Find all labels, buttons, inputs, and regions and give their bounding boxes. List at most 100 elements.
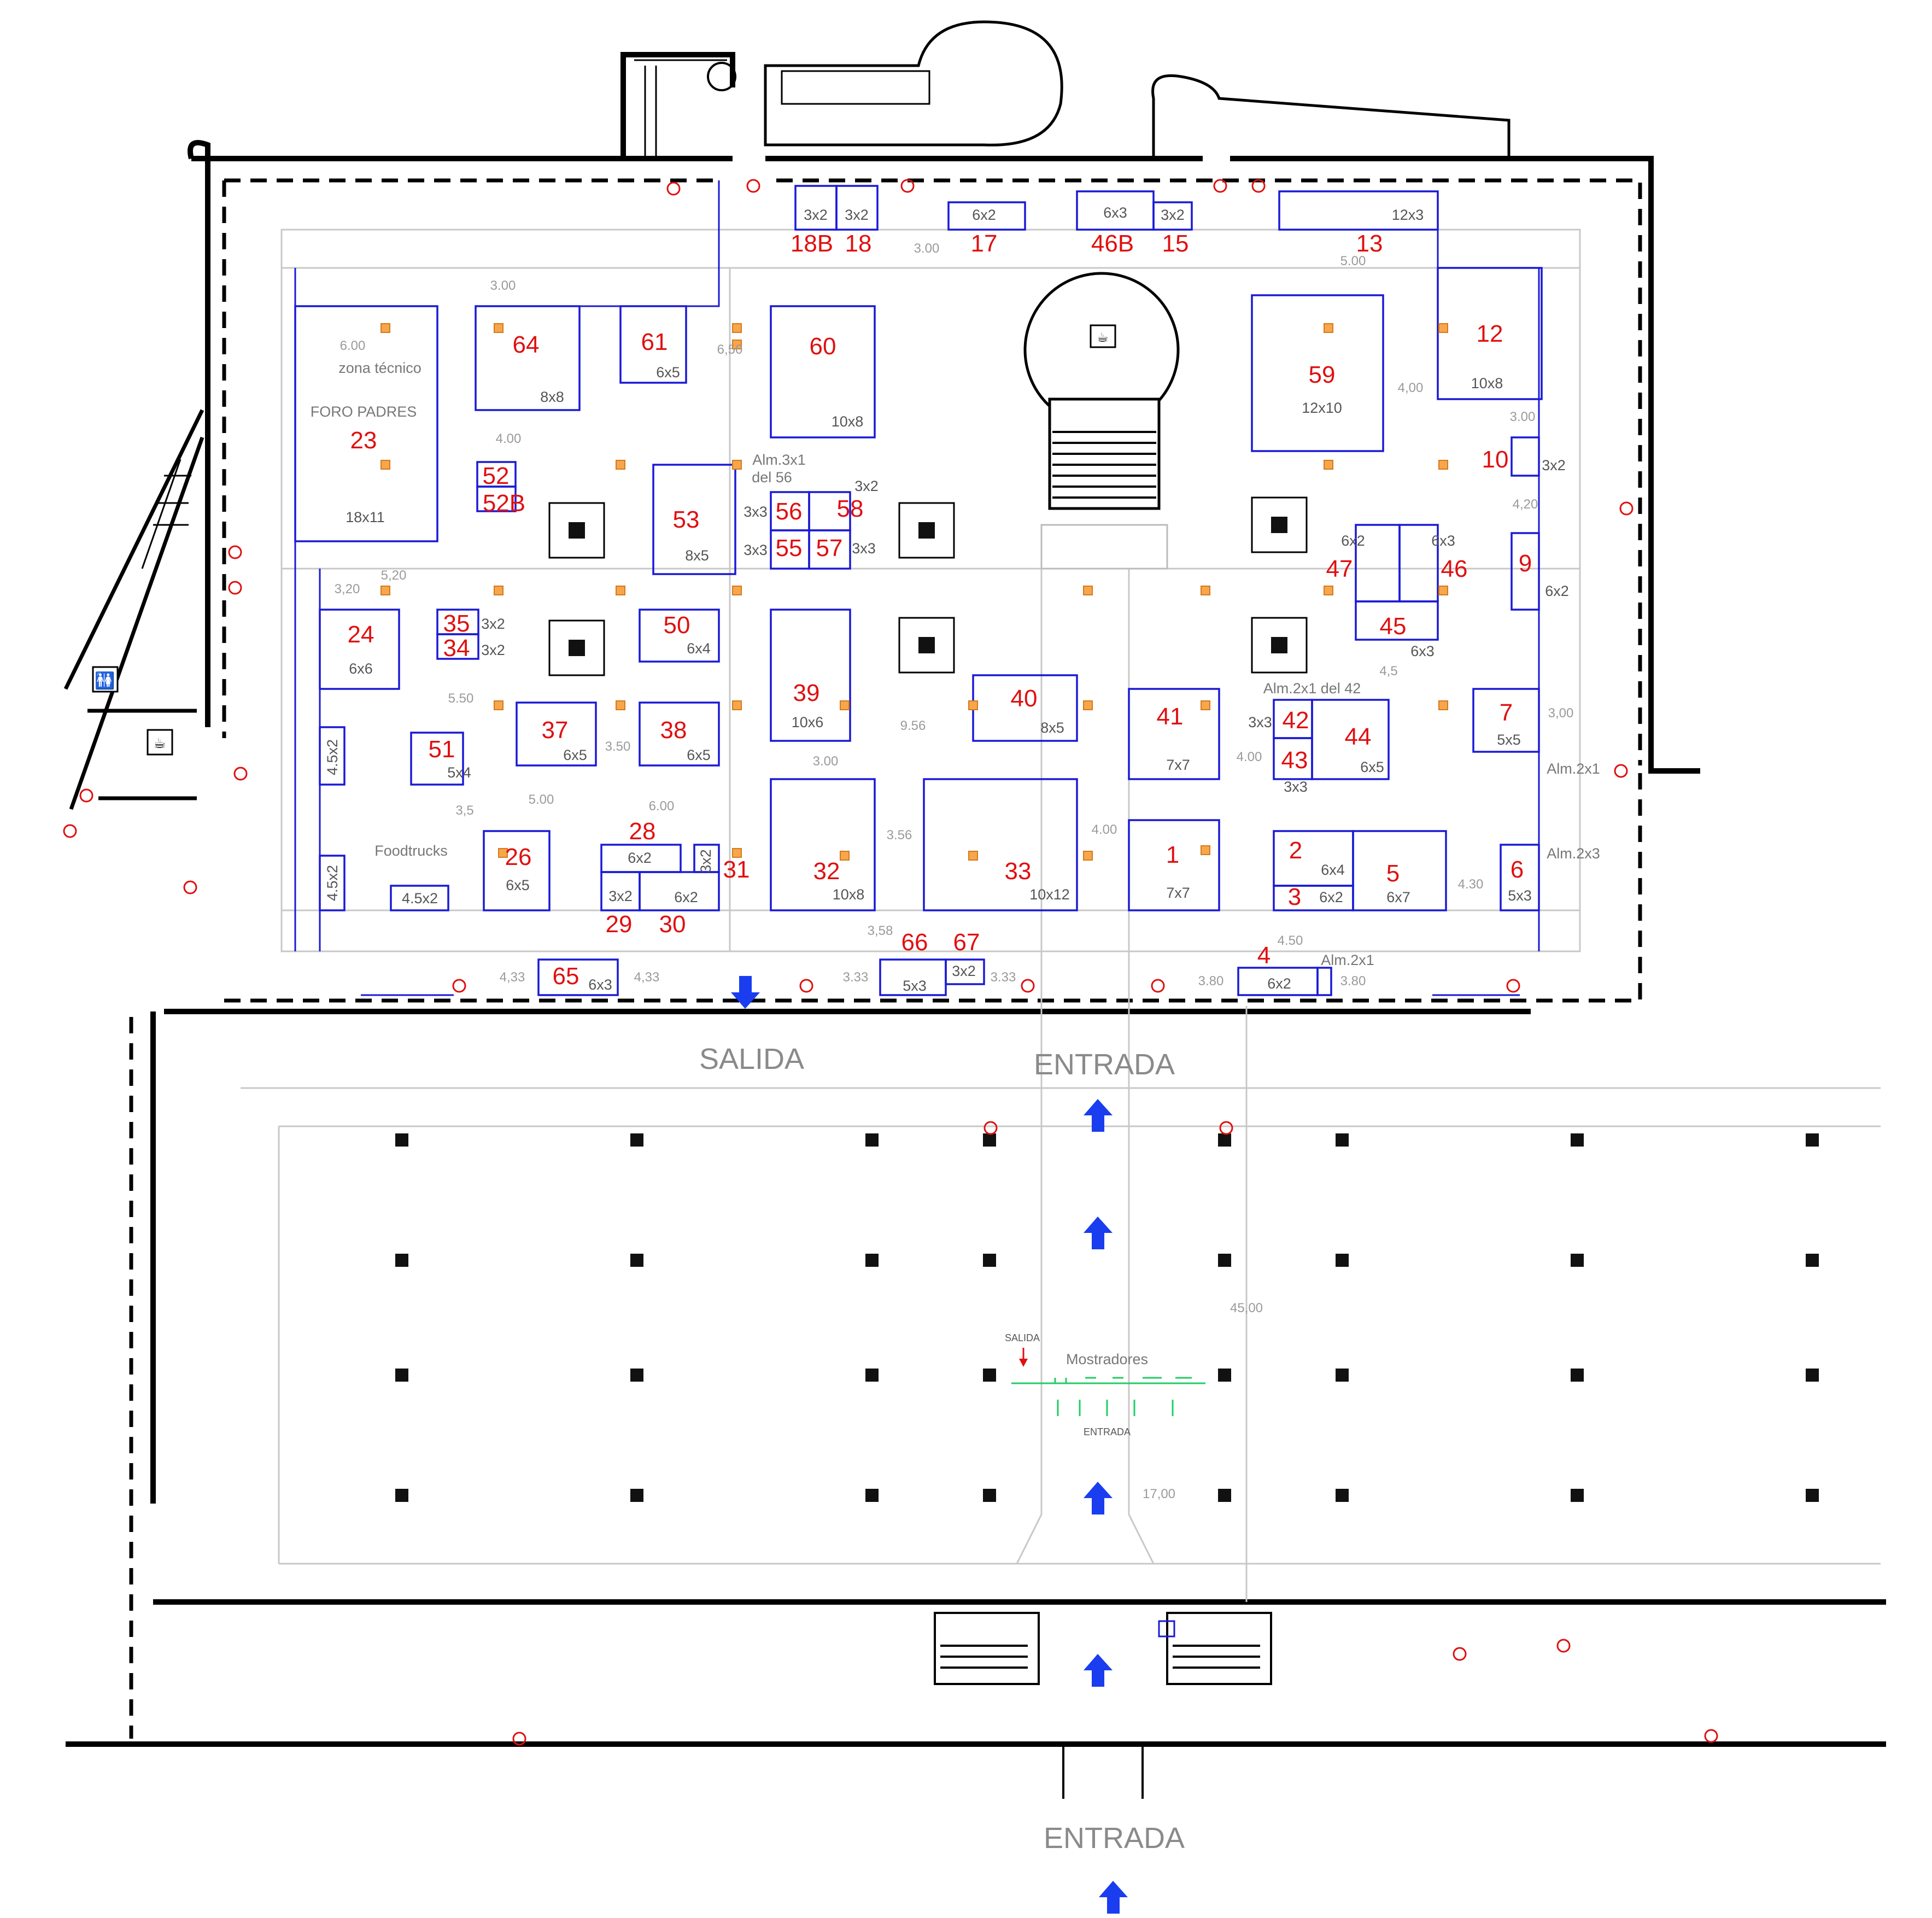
salida-label: SALIDA bbox=[699, 1043, 804, 1075]
svg-text:6x2: 6x2 bbox=[628, 850, 652, 866]
svg-text:18x11: 18x11 bbox=[346, 509, 385, 525]
svg-text:3x2: 3x2 bbox=[845, 207, 869, 223]
fire-extinguisher-icon bbox=[1083, 700, 1093, 710]
svg-text:3,5: 3,5 bbox=[455, 803, 473, 818]
svg-text:5.00: 5.00 bbox=[1340, 254, 1366, 268]
alm-right-2: Alm.2x3 bbox=[1547, 845, 1600, 862]
cafe-icon: ☕ bbox=[1090, 324, 1116, 348]
svg-text:4.00: 4.00 bbox=[1237, 750, 1262, 764]
fire-extinguisher-icon bbox=[732, 460, 742, 470]
fire-extinguisher-icon bbox=[840, 851, 850, 861]
svg-text:4,00: 4,00 bbox=[1398, 381, 1424, 395]
svg-text:3x2: 3x2 bbox=[952, 963, 976, 979]
booth-58: 58 bbox=[837, 495, 864, 522]
exit-marker-icon bbox=[63, 824, 77, 838]
booth-28: 28 bbox=[629, 818, 656, 845]
svg-text:3.00: 3.00 bbox=[1510, 410, 1536, 424]
booth-40: 40 bbox=[1011, 685, 1038, 712]
booth-46: 46 bbox=[1441, 555, 1468, 582]
alm-42-label: Alm.2x1 del 42 bbox=[1263, 680, 1361, 697]
svg-text:3x3: 3x3 bbox=[743, 504, 768, 520]
svg-text:6x4: 6x4 bbox=[687, 640, 711, 657]
booth-7: 7 bbox=[1500, 699, 1513, 726]
booth-61: 61 bbox=[641, 329, 668, 355]
fire-extinguisher-icon bbox=[1201, 700, 1210, 710]
booth-30: 30 bbox=[659, 911, 686, 938]
alm-right-1: Alm.2x1 bbox=[1547, 761, 1600, 777]
svg-text:3,58: 3,58 bbox=[868, 923, 893, 938]
column-pillar bbox=[1336, 1133, 1349, 1147]
booth-29: 29 bbox=[606, 911, 633, 938]
exit-marker-icon bbox=[512, 1732, 526, 1746]
exit-marker-icon bbox=[746, 179, 760, 193]
svg-text:3x2: 3x2 bbox=[481, 616, 505, 632]
column-pillar bbox=[865, 1489, 879, 1502]
fire-extinguisher-icon bbox=[1083, 586, 1093, 595]
exit-marker-icon bbox=[1453, 1647, 1467, 1661]
svg-text:6x5: 6x5 bbox=[687, 747, 711, 763]
svg-text:3x2: 3x2 bbox=[1542, 457, 1566, 473]
fire-extinguisher-icon bbox=[1324, 323, 1333, 333]
column-pillar bbox=[1336, 1369, 1349, 1382]
svg-text:6.00: 6.00 bbox=[340, 338, 366, 353]
svg-text:3x2: 3x2 bbox=[481, 642, 505, 658]
fire-extinguisher-icon bbox=[840, 700, 850, 710]
svg-text:6x3: 6x3 bbox=[1431, 533, 1455, 549]
alm-bottom: Alm.2x1 bbox=[1321, 952, 1374, 968]
svg-text:3x3: 3x3 bbox=[743, 542, 768, 558]
booth-32: 32 bbox=[813, 858, 840, 885]
exit-marker-icon bbox=[1704, 1729, 1718, 1743]
exit-marker-icon bbox=[452, 979, 466, 993]
svg-text:6x2: 6x2 bbox=[1319, 889, 1343, 905]
svg-text:10x8: 10x8 bbox=[1471, 375, 1503, 391]
svg-text:10x8: 10x8 bbox=[833, 886, 865, 903]
booth-labels: 18B 3x2 18 3x2 17 6x2 46B 6x3 15 3x2 13 … bbox=[324, 204, 1569, 994]
svg-text:3.33: 3.33 bbox=[991, 970, 1016, 985]
booth-3: 3 bbox=[1288, 884, 1301, 910]
booth-15: 15 bbox=[1162, 230, 1189, 257]
entrada-bottom-label: ENTRADA bbox=[1044, 1822, 1185, 1855]
booth-23: 23 bbox=[350, 427, 377, 454]
svg-text:3,00: 3,00 bbox=[1548, 706, 1574, 721]
svg-text:6x2: 6x2 bbox=[972, 207, 996, 223]
booth-4: 4 bbox=[1257, 942, 1271, 969]
booth-26: 26 bbox=[505, 844, 532, 870]
column-pillar bbox=[1571, 1133, 1584, 1147]
exit-marker-icon bbox=[228, 581, 242, 595]
booth-65: 65 bbox=[553, 963, 579, 990]
exit-marker-icon bbox=[1556, 1639, 1571, 1653]
svg-text:4,20: 4,20 bbox=[1513, 497, 1538, 512]
svg-text:6.00: 6.00 bbox=[649, 799, 675, 814]
column-pillar bbox=[1571, 1254, 1584, 1267]
cafe-icon: ☕ bbox=[147, 729, 173, 756]
fire-extinguisher-icon bbox=[494, 586, 504, 595]
bottom-stairs bbox=[934, 1612, 1272, 1799]
fire-extinguisher-icon bbox=[732, 323, 742, 333]
booth-51: 51 bbox=[429, 736, 455, 763]
svg-text:4.5x2: 4.5x2 bbox=[324, 865, 341, 901]
svg-text:3x2: 3x2 bbox=[1161, 207, 1185, 223]
fire-extinguisher-icon bbox=[380, 460, 390, 470]
svg-text:4.00: 4.00 bbox=[496, 431, 522, 446]
svg-text:8x8: 8x8 bbox=[540, 389, 564, 405]
foro-padres-label: FORO PADRES bbox=[311, 404, 417, 420]
fire-extinguisher-icon bbox=[1324, 460, 1333, 470]
booth-38: 38 bbox=[660, 717, 687, 744]
column-pillar bbox=[865, 1369, 879, 1382]
fire-extinguisher-icon bbox=[968, 700, 978, 710]
svg-text:3.50: 3.50 bbox=[605, 739, 631, 754]
svg-text:🚻: 🚻 bbox=[95, 671, 115, 691]
column-pillar bbox=[630, 1489, 643, 1502]
fire-extinguisher-icon bbox=[1438, 323, 1448, 333]
svg-text:4.30: 4.30 bbox=[1458, 877, 1484, 892]
exit-marker-icon bbox=[79, 788, 93, 803]
fire-extinguisher-icon bbox=[494, 700, 504, 710]
svg-text:6x5: 6x5 bbox=[506, 877, 530, 893]
column-pillar bbox=[1806, 1489, 1819, 1502]
booth-43: 43 bbox=[1281, 747, 1308, 774]
svg-text:5.00: 5.00 bbox=[529, 792, 554, 807]
fire-extinguisher-icon bbox=[732, 586, 742, 595]
column-pillar bbox=[1806, 1369, 1819, 1382]
svg-text:3x2: 3x2 bbox=[698, 849, 714, 873]
foodtrucks-label: Foodtrucks bbox=[374, 843, 448, 859]
